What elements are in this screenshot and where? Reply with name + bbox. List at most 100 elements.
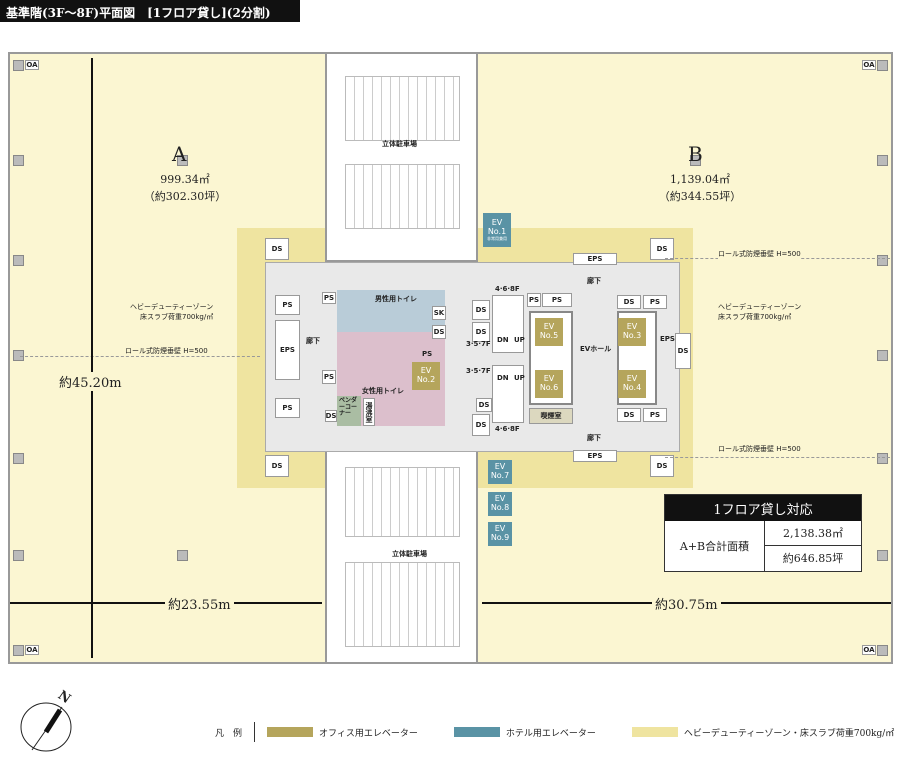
ds: DS (617, 295, 641, 309)
ds: DS (265, 455, 289, 477)
stair-lower (492, 365, 524, 423)
smoke-barrier-label: ロール式防煙垂壁 H=500 (125, 346, 208, 356)
ds: DS (650, 238, 674, 260)
zone-b-area: 1,139.04㎡（約344.55坪） (658, 173, 742, 203)
heavy-zone-label-left: ヘビーデューティーゾーン床スラブ荷重700kg/㎡ (130, 303, 214, 321)
womens-toilet-label: 女性用トイレ (362, 387, 404, 395)
parking-stalls (345, 562, 460, 647)
summary-table: 1フロア貸し対応 A+B合計面積 2,138.38㎡ 約646.85坪 (664, 494, 862, 572)
summary-area-tsubo: 約646.85坪 (782, 552, 844, 565)
legend-swatch-office-ev (267, 727, 314, 737)
ps: PS (643, 295, 667, 309)
eps: EPS (275, 320, 300, 380)
ds: DS (675, 333, 691, 369)
eps: EPS (573, 450, 617, 462)
column (877, 645, 888, 656)
ps: PS (322, 292, 336, 304)
column (877, 60, 888, 71)
parking-label: 立体駐車場 (382, 140, 417, 148)
ps: PS (322, 370, 336, 384)
ps: PS (527, 293, 541, 307)
corridor-label: 廊下 (587, 277, 601, 285)
ds: DS (432, 325, 446, 339)
ps: PS (643, 408, 667, 422)
zone-b-label: B (688, 142, 703, 166)
ds: DS (472, 414, 490, 436)
corridor-label: 廊下 (306, 337, 320, 345)
legend-swatch-heavy-zone (631, 727, 678, 737)
legend-office-ev: オフィス用エレベーター (319, 728, 418, 739)
smoke-barrier-label: ロール式防煙垂壁 H=500 (718, 444, 801, 454)
ds: DS (325, 410, 337, 422)
floor-label: 3·5·7F (466, 367, 491, 375)
up-label: UP (514, 374, 525, 382)
summary-area-m2: 2,138.38㎡ (765, 521, 861, 546)
column (13, 350, 24, 361)
ev-hall-label: EVホール (580, 345, 612, 353)
column (877, 350, 888, 361)
summary-row-label: A+B合計面積 (665, 521, 765, 571)
vending-corner: ベンダーコーナー (337, 396, 361, 426)
zone-a-label: A (172, 142, 187, 166)
column (13, 550, 24, 561)
column (13, 155, 24, 166)
parking-top: 立体駐車場 (325, 52, 478, 262)
height-dimension: 約45.20m (56, 372, 125, 391)
parking-label: 立体駐車場 (392, 550, 427, 558)
legend-hotel-ev: ホテル用エレベーター (505, 728, 596, 739)
column (877, 255, 888, 266)
floor-label: 4·6·8F (495, 285, 520, 293)
column (13, 453, 24, 464)
ds: DS (265, 238, 289, 260)
column (177, 155, 188, 166)
ps: PS (542, 293, 572, 307)
width-a-dimension: 約23.55m (165, 594, 234, 613)
ps: PS (422, 350, 433, 358)
legend: 凡 例 オフィス用エレベーター ホテル用エレベーター ヘビーデューティーゾーン・… (215, 722, 894, 742)
legend-heavy-zone: ヘビーデューティーゾーン・床スラブ荷重700kg/㎡ (683, 728, 895, 739)
parking-bottom: 立体駐車場 (325, 450, 478, 664)
ds: DS (472, 322, 490, 342)
page-title: 基準階(3F～8F)平面図 [1フロア貸し](2分割) (0, 0, 300, 22)
column (877, 550, 888, 561)
column (13, 60, 24, 71)
eps: EPS (660, 335, 675, 343)
smoke-barrier-line (665, 457, 890, 458)
parking-stalls (345, 164, 460, 229)
column (877, 453, 888, 464)
heavy-zone-label-right: ヘビーデューティーゾーン床スラブ荷重700kg/㎡ (718, 303, 802, 321)
legend-swatch-hotel-ev (453, 727, 500, 737)
column (877, 155, 888, 166)
smoke-barrier-line (20, 356, 260, 357)
compass-icon: N (16, 688, 76, 754)
zone-a-area: 999.34㎡（約302.30坪） (143, 173, 227, 203)
mens-toilet-label: 男性用トイレ (375, 295, 417, 303)
dn-label: DN (497, 336, 509, 344)
janitor-room: 喫煙室 (529, 408, 573, 424)
oa: OA (862, 645, 876, 655)
height-dimension-line (91, 58, 93, 658)
sk: SK (432, 306, 446, 320)
ps: PS (275, 295, 300, 315)
legend-title: 凡 例 (215, 728, 243, 739)
dn-label: DN (497, 374, 509, 382)
smoke-barrier-label: ロール式防煙垂壁 H=500 (718, 249, 801, 259)
kitchenette: 湯沸室 (363, 398, 375, 426)
ds: DS (476, 398, 492, 412)
up-label: UP (514, 336, 525, 344)
width-b-dimension: 約30.75m (652, 594, 721, 613)
parking-stalls (345, 76, 460, 141)
ds: DS (650, 455, 674, 477)
eps: EPS (573, 253, 617, 265)
column (13, 645, 24, 656)
corridor-label: 廊下 (587, 434, 601, 442)
stair-upper (492, 295, 524, 353)
column (177, 550, 188, 561)
column (690, 155, 701, 166)
